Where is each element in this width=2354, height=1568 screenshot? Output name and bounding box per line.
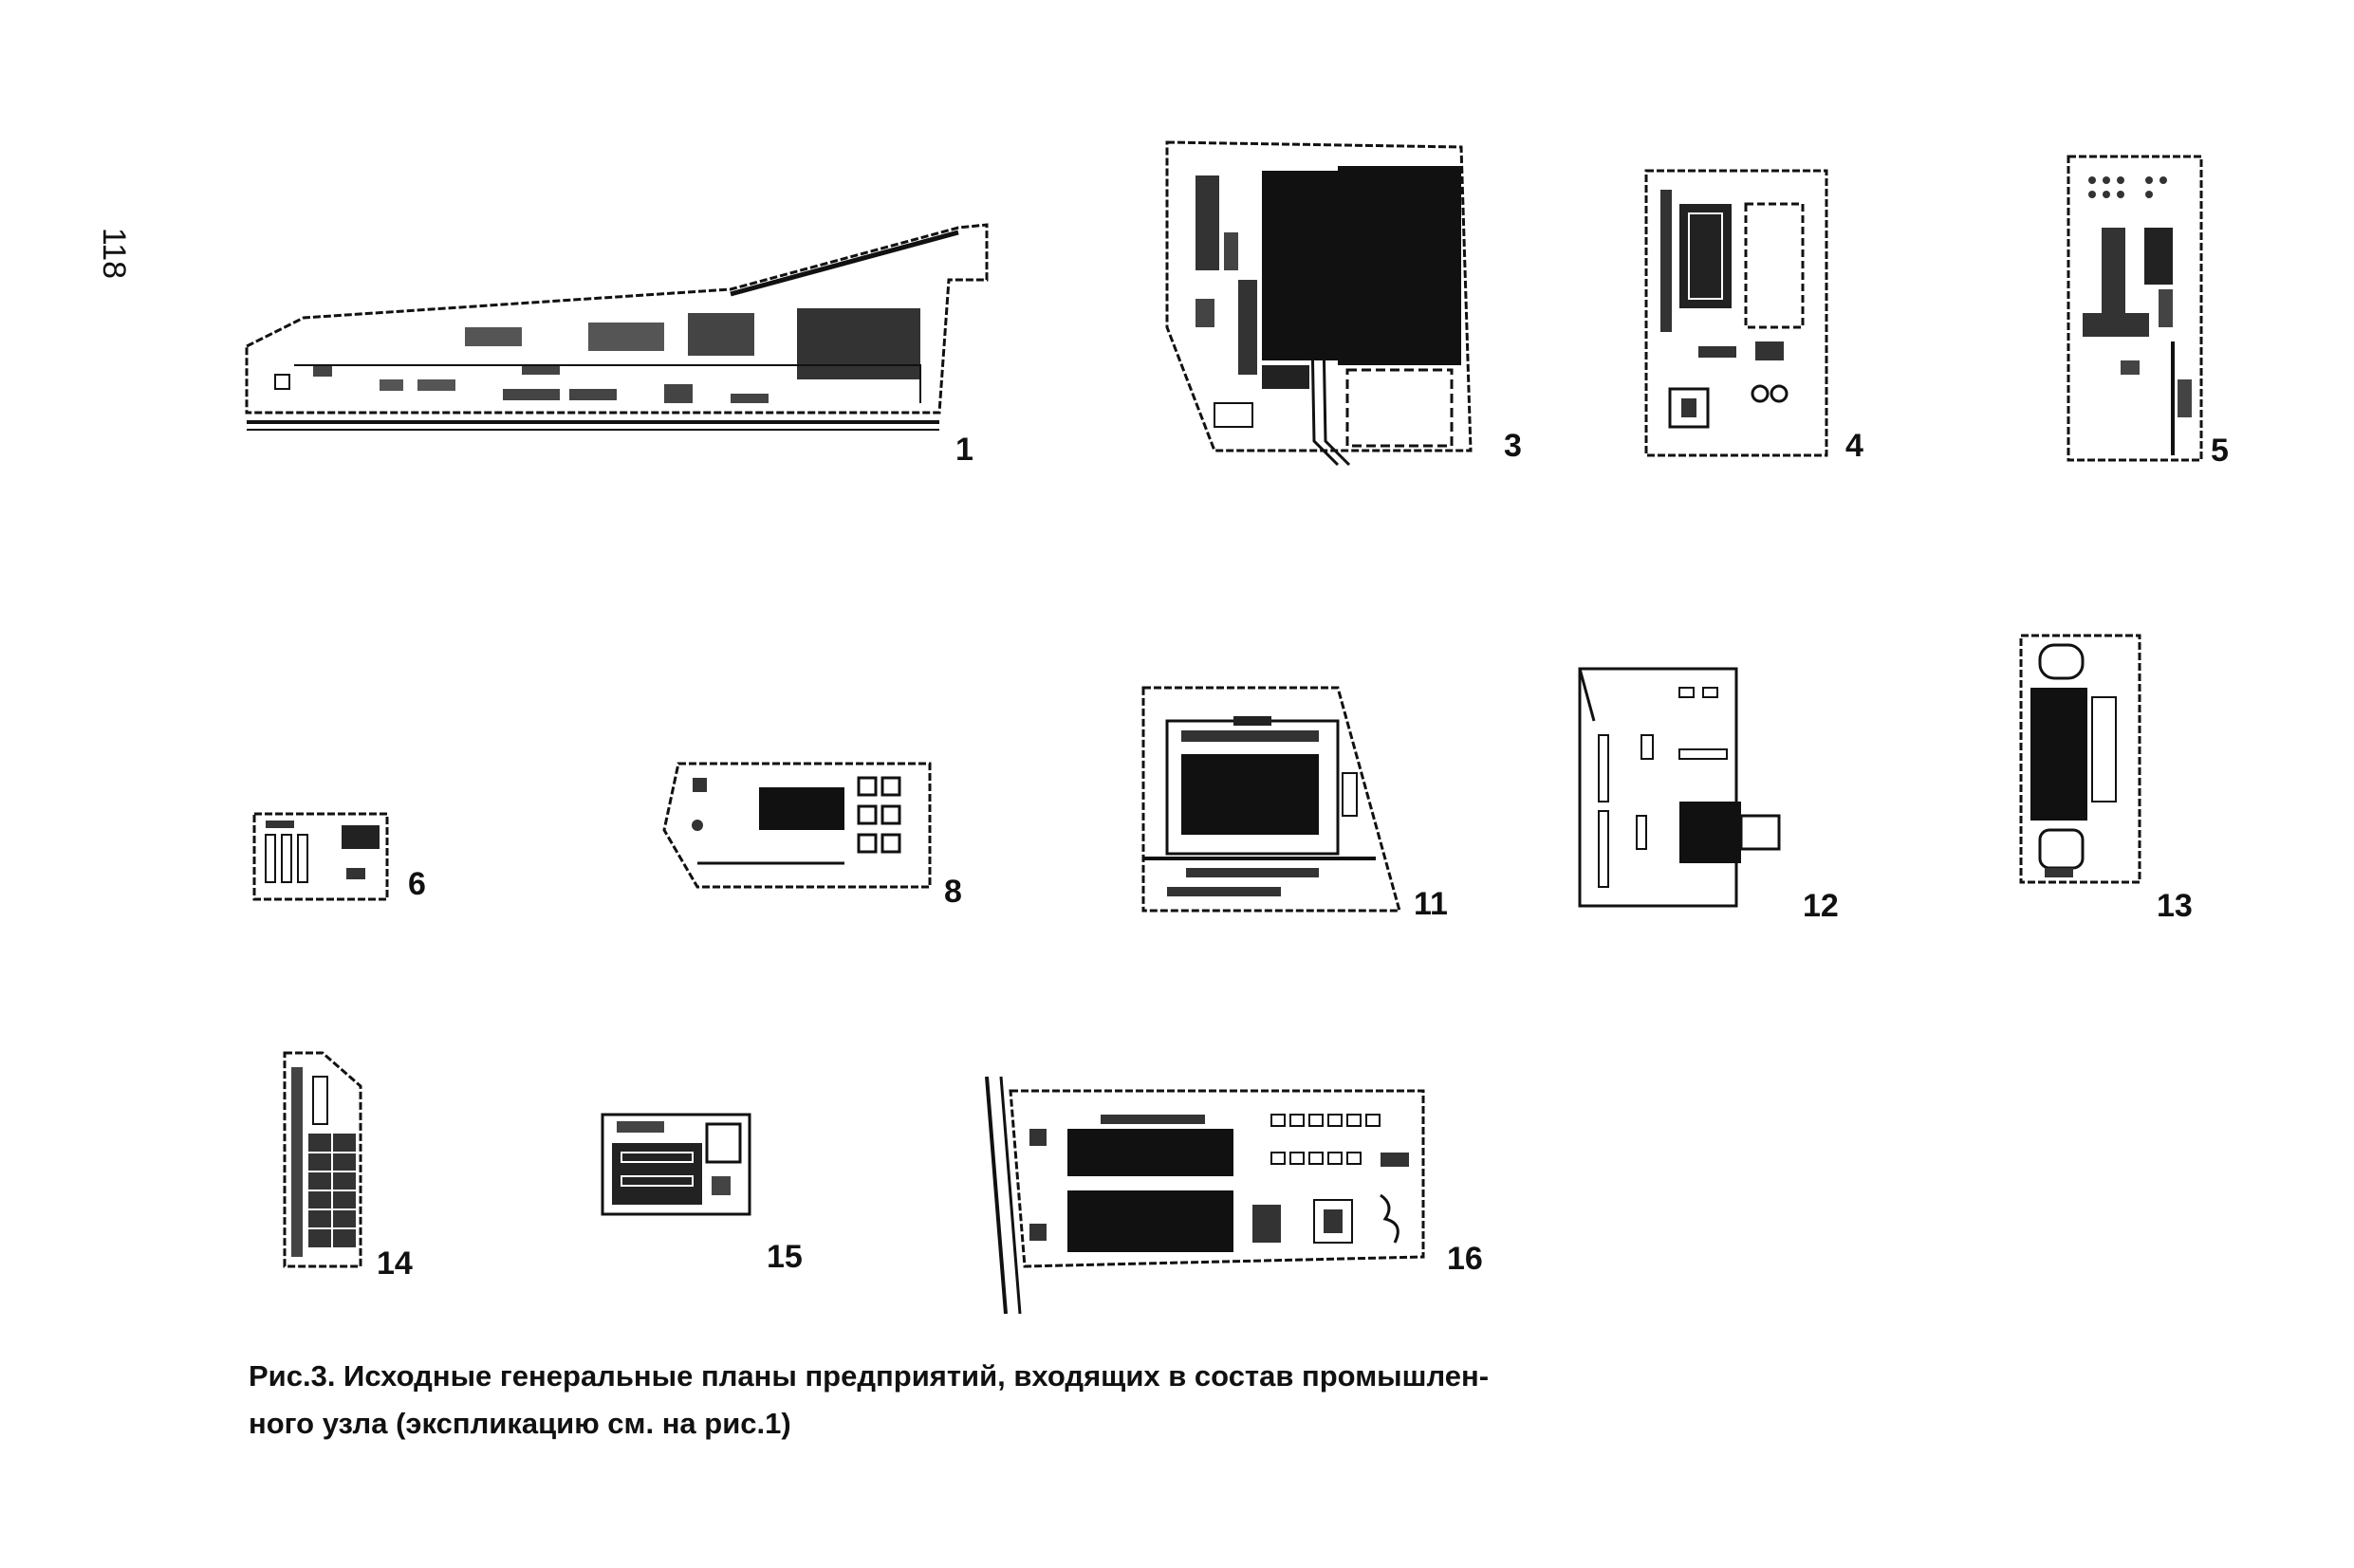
plan-number-1: 1	[955, 432, 973, 468]
site-plan-8-drawing	[662, 762, 932, 889]
site-plan-15-drawing	[601, 1113, 751, 1216]
site-plan-1-drawing	[245, 223, 989, 431]
plan-number-13: 13	[2157, 888, 2193, 924]
site-plan-6: 6	[251, 811, 441, 906]
plan-number-12: 12	[1803, 888, 1839, 924]
plan-number-16: 16	[1447, 1241, 1483, 1277]
site-plan-6-drawing	[252, 812, 389, 901]
site-plan-8: 8	[659, 759, 982, 911]
site-plan-16: 16	[963, 1072, 1509, 1323]
figure-caption-line-1: Рис.3. Исходные генеральные планы предпр…	[249, 1359, 1490, 1393]
site-plan-5: 5	[2064, 152, 2253, 470]
site-plan-1: 1	[237, 213, 1015, 466]
plan-number-6: 6	[408, 866, 426, 902]
figure-caption-line-2: ного узла (экспликацию см. на рис.1)	[249, 1407, 791, 1440]
plan-number-5: 5	[2211, 433, 2229, 469]
page-number: 118	[96, 227, 133, 280]
site-plan-16-drawing	[985, 1076, 1425, 1315]
site-plan-4-drawing	[1644, 169, 1828, 457]
plan-number-3: 3	[1504, 428, 1522, 464]
site-plan-11: 11	[1139, 683, 1461, 920]
site-plan-14: 14	[280, 1048, 422, 1280]
figure-caption: Рис.3. Исходные генеральные планы предпр…	[249, 1353, 1539, 1448]
site-plan-5-drawing	[2067, 155, 2203, 462]
site-plan-4: 4	[1641, 166, 1888, 470]
plan-number-14: 14	[377, 1245, 413, 1282]
site-plan-12-drawing	[1578, 667, 1781, 908]
site-plan-13-drawing	[2019, 634, 2141, 884]
site-plan-12: 12	[1575, 664, 1860, 924]
plan-number-4: 4	[1845, 428, 1863, 464]
site-plan-15: 15	[598, 1110, 816, 1273]
plan-number-15: 15	[767, 1239, 803, 1275]
plan-number-11: 11	[1414, 886, 1448, 922]
site-plan-13: 13	[2016, 631, 2215, 925]
site-plan-3: 3	[1158, 138, 1556, 470]
plan-number-8: 8	[944, 874, 962, 910]
site-plan-14-drawing	[283, 1051, 362, 1268]
site-plan-3-drawing	[1165, 140, 1473, 467]
site-plan-11-drawing	[1141, 686, 1401, 913]
